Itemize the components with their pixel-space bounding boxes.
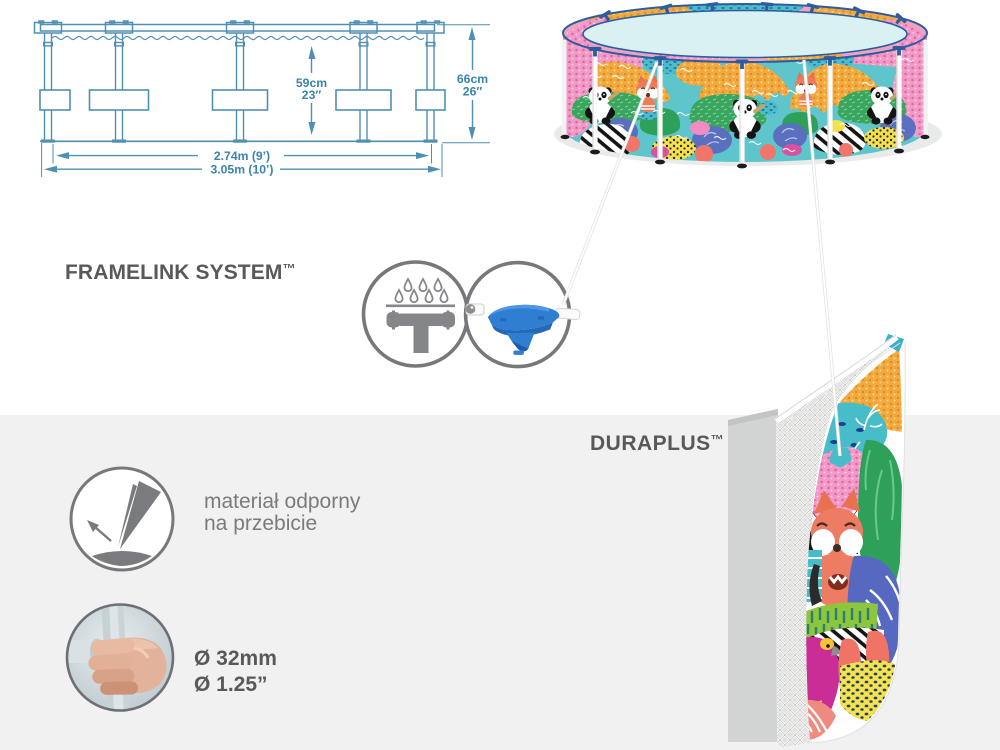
svg-text:DURAPLUS™: DURAPLUS™ bbox=[590, 432, 724, 455]
svg-text:3.05m (10’): 3.05m (10’) bbox=[210, 162, 273, 176]
svg-text:FRAMELINK SYSTEM™: FRAMELINK SYSTEM™ bbox=[65, 261, 296, 284]
svg-text:59cm: 59cm bbox=[296, 76, 327, 90]
svg-text:materiał odporny: materiał odporny bbox=[204, 490, 361, 513]
svg-text:66cm: 66cm bbox=[457, 72, 488, 86]
svg-text:23″: 23″ bbox=[302, 88, 322, 102]
svg-text:Ø 32mm: Ø 32mm bbox=[194, 647, 277, 670]
svg-text:26″: 26″ bbox=[463, 84, 483, 98]
svg-text:2.74m (9’): 2.74m (9’) bbox=[214, 149, 270, 163]
svg-text:na przebicie: na przebicie bbox=[204, 512, 317, 535]
svg-text:Ø 1.25”: Ø 1.25” bbox=[194, 673, 268, 696]
